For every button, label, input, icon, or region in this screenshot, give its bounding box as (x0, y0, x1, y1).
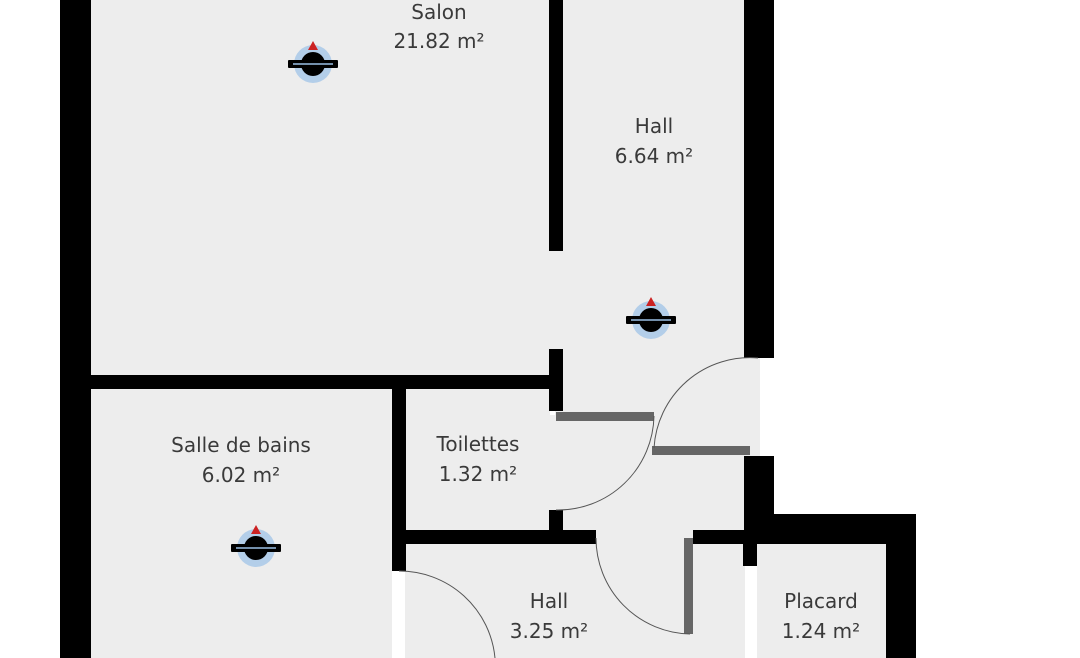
room-area-placard: 1.24 m² (782, 619, 860, 643)
wall (91, 375, 550, 389)
door-leaf[interactable] (652, 446, 750, 455)
room-name-hall-lower: Hall (530, 589, 568, 613)
wall (406, 530, 596, 544)
room-name-salle-de-bains: Salle de bains (171, 433, 311, 457)
walls (60, 0, 916, 658)
camera-marker-icon[interactable] (231, 525, 281, 567)
room-labels: Salon 21.82 m² Hall 6.64 m² Salle de bai… (171, 0, 860, 643)
wall (744, 0, 774, 358)
wall (549, 349, 563, 411)
room-name-toilettes: Toilettes (436, 432, 520, 456)
room-area-hall-upper: 6.64 m² (615, 144, 693, 168)
camera-marker-icon[interactable] (626, 297, 676, 339)
room-area-toilettes: 1.32 m² (439, 462, 517, 486)
wall (743, 530, 757, 566)
doors (398, 357, 759, 658)
room-name-hall-upper: Hall (635, 114, 673, 138)
wall (392, 389, 406, 571)
wall (549, 510, 563, 530)
door-swing-arc (653, 357, 759, 449)
door-swing-arc (398, 570, 496, 658)
door-leaf[interactable] (556, 412, 654, 421)
wall (886, 544, 916, 658)
door-swing-arc (595, 537, 691, 635)
wall (744, 514, 916, 544)
wall (60, 0, 91, 658)
wall (693, 530, 757, 544)
room-name-salon: Salon (411, 0, 466, 24)
room-name-placard: Placard (784, 589, 858, 613)
salle-de-bains-floor[interactable] (90, 389, 392, 658)
door-leaf[interactable] (684, 538, 693, 634)
camera-marker-icon[interactable] (288, 41, 338, 83)
placard-floor[interactable] (757, 544, 887, 658)
room-area-salon: 21.82 m² (393, 29, 484, 53)
hall-upper-floor[interactable] (550, 0, 745, 410)
wall (744, 456, 774, 514)
room-area-hall-lower: 3.25 m² (510, 619, 588, 643)
room-area-salle-de-bains: 6.02 m² (202, 463, 280, 487)
door-swing-arc (555, 415, 655, 511)
wall (549, 0, 563, 251)
